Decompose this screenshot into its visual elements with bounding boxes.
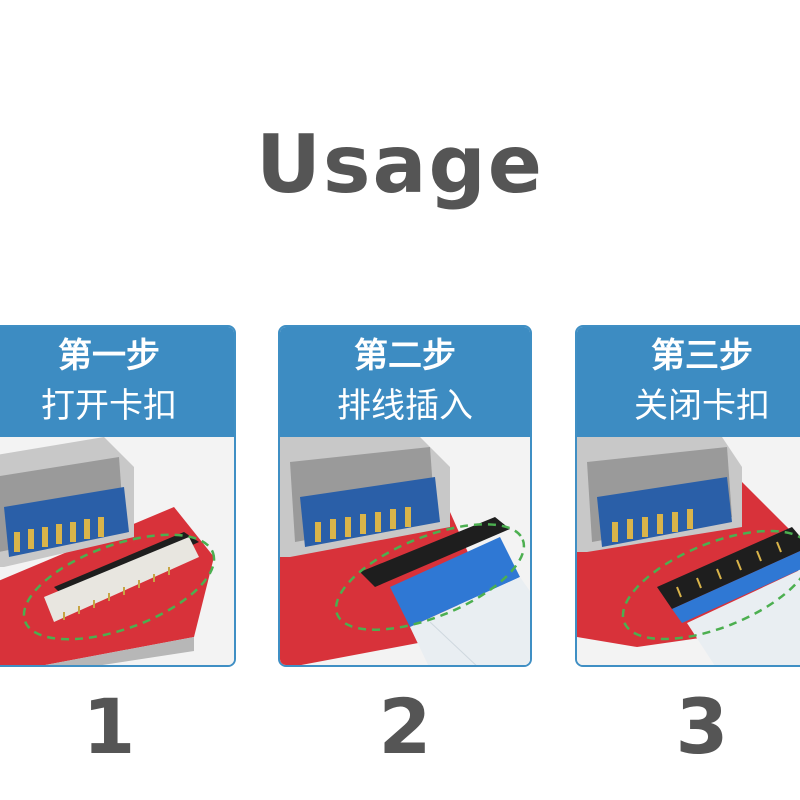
step-number-2: 2 [378,682,432,771]
step-card-1: 第一步 打开卡扣 [0,325,236,667]
page-title: Usage [255,118,545,211]
step-label: 第三步 [651,336,753,376]
step-card-header: 第三步 关闭卡扣 [577,327,800,437]
connector-photo-open [0,437,234,665]
step-action: 打开卡扣 [41,386,177,426]
connector-photo-insert [280,437,530,665]
step-card-header: 第二步 排线插入 [280,327,530,437]
connector-photo-closed [577,437,800,665]
highlight-ellipse [334,523,526,631]
step-number-1: 1 [82,682,136,771]
highlight-ellipse [621,529,800,641]
step-card-3: 第三步 关闭卡扣 [575,325,800,667]
step-number-3: 3 [675,682,729,771]
step-card-header: 第一步 打开卡扣 [0,327,234,437]
step-card-2: 第二步 排线插入 [278,325,532,667]
highlight-ellipse [22,533,216,641]
step-label: 第二步 [354,336,456,376]
step-action: 排线插入 [337,386,473,426]
step-action: 关闭卡扣 [634,386,770,426]
step-label: 第一步 [58,336,160,376]
